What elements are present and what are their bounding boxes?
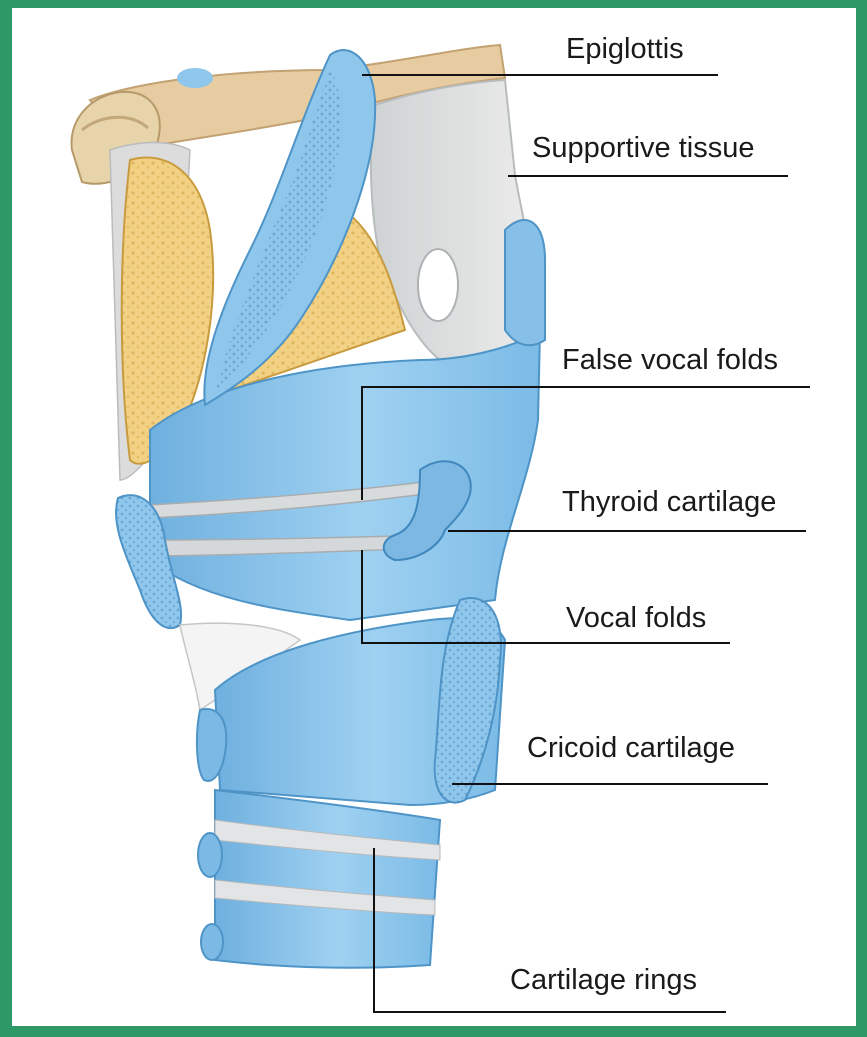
label-cartilage-rings: Cartilage rings [510, 966, 697, 995]
label-vocal-folds: Vocal folds [566, 604, 706, 633]
label-thyroid-cartilage: Thyroid cartilage [562, 488, 776, 517]
label-supportive-tissue: Supportive tissue [532, 134, 754, 163]
trachea [215, 790, 440, 968]
label-false-vocal-folds: False vocal folds [562, 346, 778, 375]
label-cricoid-cartilage: Cricoid cartilage [527, 734, 735, 763]
label-epiglottis: Epiglottis [566, 35, 684, 64]
